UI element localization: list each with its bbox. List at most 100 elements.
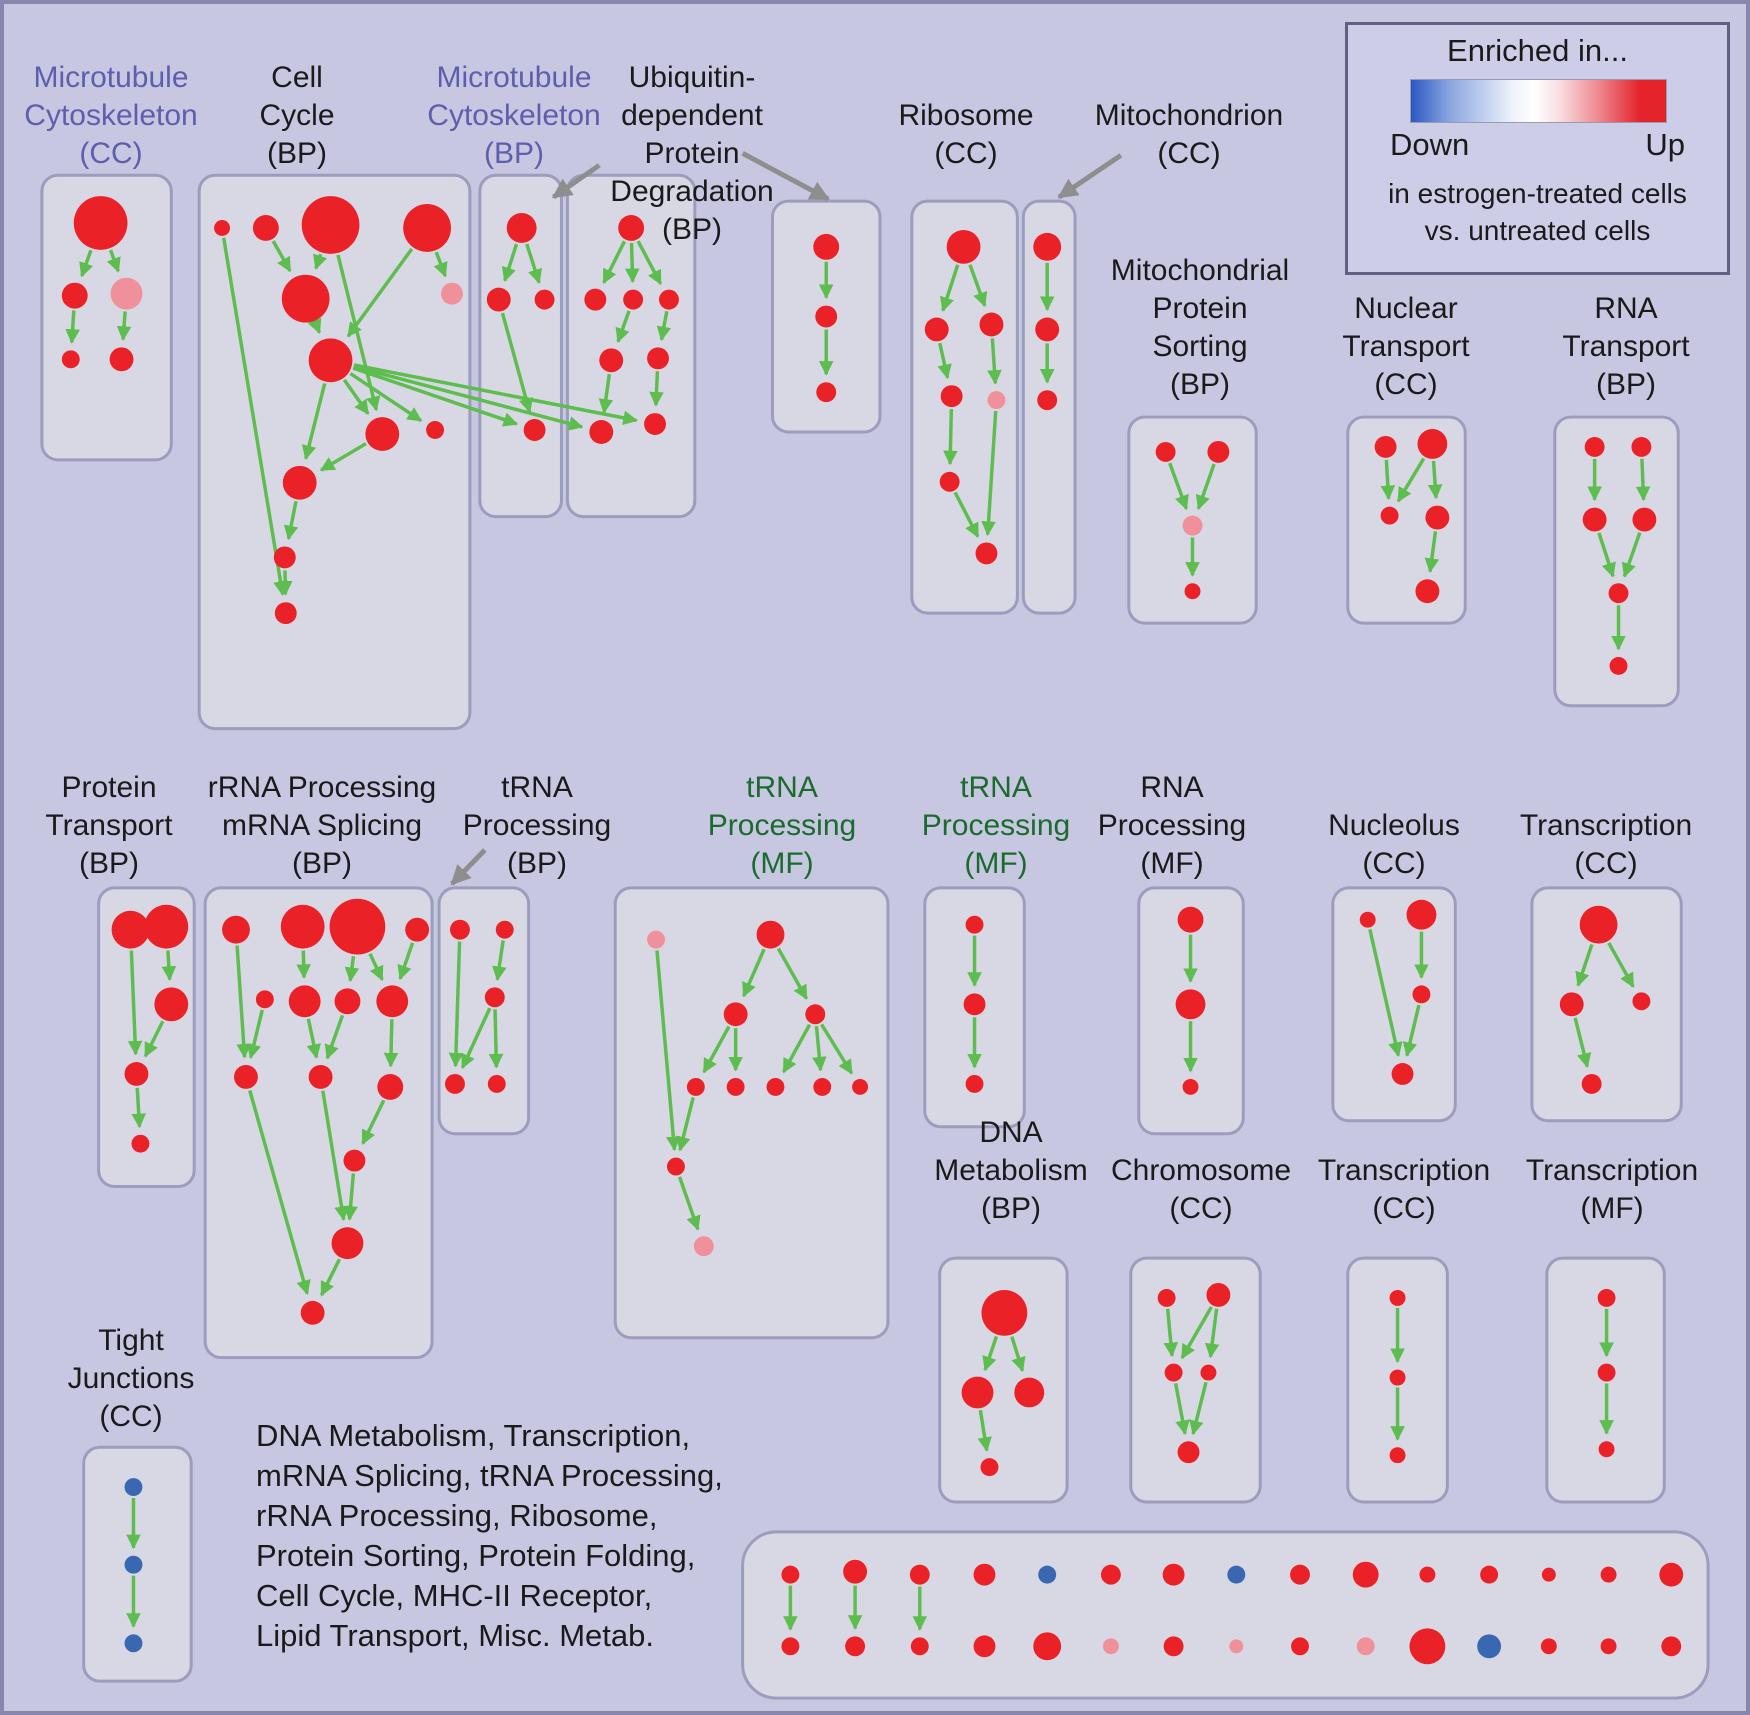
edge-cc7-ub8 <box>353 363 638 426</box>
cluster-box-mixed-categories <box>741 1530 1710 1700</box>
edge-cc2-cc5 <box>271 240 292 273</box>
go-term-node-z2 <box>1559 992 1584 1017</box>
edge-ch2-ch3 <box>1180 1306 1213 1360</box>
go-term-node-q13 <box>331 1227 364 1260</box>
go-term-node-y4 <box>1391 1063 1414 1085</box>
label-pointer-arrow-2 <box>741 151 830 202</box>
go-term-node-tc2 <box>1389 1369 1406 1386</box>
edge-rb1-rb2 <box>939 264 960 312</box>
go-term-node-bb4 <box>973 1635 996 1658</box>
network-svg <box>40 151 1710 1700</box>
edge-tm10-tm11 <box>677 1176 701 1231</box>
edge-pt3-pt4 <box>143 1020 165 1058</box>
edge-q9-q14 <box>248 1089 311 1296</box>
misc-category-list: DNA Metabolism, Transcription,mRNA Splic… <box>256 1416 723 1656</box>
edge-tm4-tm7 <box>782 1023 812 1074</box>
go-term-node-cc8 <box>365 417 400 451</box>
go-term-node-ub8 <box>644 413 666 435</box>
edge-cc5-cc7 <box>307 317 322 334</box>
go-term-node-q3 <box>329 898 386 955</box>
go-term-node-y3 <box>1412 985 1431 1004</box>
go-term-node-ub7 <box>589 420 614 444</box>
go-term-node-ch3 <box>1164 1363 1183 1382</box>
go-term-node-bt15 <box>1659 1562 1684 1587</box>
go-term-node-tm6 <box>726 1077 745 1096</box>
go-term-node-bb2 <box>845 1636 866 1657</box>
go-term-node-mbp1 <box>506 213 537 243</box>
edge-z2-z4 <box>1573 1017 1592 1068</box>
go-term-node-nt2 <box>1417 429 1448 459</box>
go-term-node-bt4 <box>973 1563 996 1586</box>
go-term-node-tb1 <box>449 919 470 940</box>
go-term-node-q12 <box>343 1149 366 1172</box>
misc-category-line: Cell Cycle, MHC-II Receptor, <box>256 1578 653 1613</box>
go-term-node-z1 <box>1579 905 1618 944</box>
go-term-node-pt3 <box>154 987 189 1022</box>
edge-pt1-pt4 <box>127 950 143 1056</box>
go-term-node-pt2 <box>144 904 189 949</box>
label-pointer-arrow-4 <box>450 848 487 886</box>
go-term-node-ub5 <box>599 348 624 373</box>
edge-ub6-ub8 <box>649 371 664 407</box>
edge-q13-q14 <box>319 1258 342 1297</box>
go-term-node-pt1 <box>111 910 150 949</box>
go-term-node-rt4 <box>1632 507 1657 532</box>
go-term-node-ch1 <box>1157 1288 1176 1307</box>
go-term-node-mt1 <box>1033 232 1062 261</box>
edge-cc9-cc10 <box>283 500 299 541</box>
edge-q3-q8 <box>368 952 384 982</box>
edge-mbp1-mbp3 <box>525 243 543 284</box>
edge-q5-q9 <box>246 1009 264 1060</box>
legend-down-label: Down <box>1390 127 1470 162</box>
go-term-node-tm3 <box>723 1002 748 1027</box>
edge-pt2-pt3 <box>161 950 177 981</box>
go-term-node-nt4 <box>1425 505 1450 530</box>
go-term-node-y1 <box>1359 911 1376 928</box>
edge-da1-da3 <box>1010 1336 1026 1373</box>
go-term-node-bt8 <box>1227 1565 1246 1584</box>
go-term-node-cc5 <box>281 274 330 323</box>
edge-ub1-ub2 <box>602 240 627 285</box>
go-term-node-y2 <box>1406 899 1437 930</box>
go-term-node-bb13 <box>1540 1638 1557 1655</box>
go-term-node-tj2 <box>124 1555 143 1574</box>
go-term-node-ch2 <box>1206 1283 1231 1307</box>
go-term-node-tm11 <box>693 1236 714 1257</box>
go-term-node-cc6 <box>441 282 463 305</box>
edge-cc7-cc8 <box>342 378 370 415</box>
go-term-node-tb5 <box>487 1074 506 1093</box>
go-term-node-bt2 <box>843 1559 868 1584</box>
edge-cc8-cc9 <box>319 442 367 472</box>
go-term-node-q8 <box>376 985 409 1018</box>
edge-mbp2-mbp4 <box>500 312 534 414</box>
go-term-node-tm4 <box>805 1004 826 1025</box>
cluster-box-microtubule-cytoskeleton-cc <box>40 173 173 462</box>
go-term-node-bb9 <box>1291 1637 1309 1656</box>
edge-y3-y4 <box>1402 1004 1421 1058</box>
go-term-node-x2 <box>1175 989 1206 1020</box>
edge-ch1-ch3 <box>1163 1308 1179 1358</box>
go-term-node-rt6 <box>1609 656 1628 675</box>
edge-tm5-tm10 <box>676 1097 695 1152</box>
edge-nt1-nt3 <box>1380 459 1396 501</box>
go-term-node-mcc3 <box>110 277 143 310</box>
go-term-node-cc1 <box>214 219 231 236</box>
go-term-node-bb1 <box>781 1637 800 1656</box>
go-term-node-cc11 <box>274 602 297 625</box>
go-term-node-ub1 <box>618 215 645 241</box>
legend-up-label: Up <box>1645 127 1685 162</box>
go-term-node-mcc4 <box>61 350 80 369</box>
edge-ms1-ms3 <box>1168 462 1189 511</box>
edge-nt2-nt4 <box>1427 460 1443 500</box>
go-term-node-ms3 <box>1182 515 1203 536</box>
go-term-node-tb4 <box>445 1073 465 1094</box>
go-term-node-nt3 <box>1380 506 1399 525</box>
go-term-node-rb2 <box>924 317 949 342</box>
edge-da1-da2 <box>982 1335 999 1372</box>
go-term-node-mt2 <box>1035 317 1060 342</box>
go-term-node-v3 <box>816 382 837 403</box>
legend-subtitle: in estrogen-treated cells vs. untreated … <box>1348 175 1727 249</box>
edge-mcc1-mcc3 <box>106 249 121 273</box>
go-term-node-cc4 <box>403 204 451 252</box>
edge-q11-q12 <box>361 1099 386 1145</box>
